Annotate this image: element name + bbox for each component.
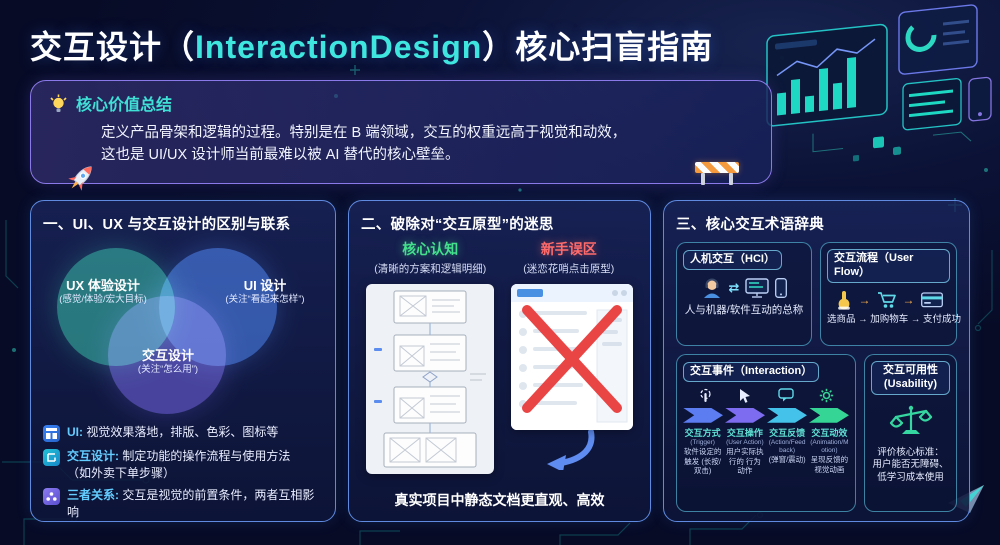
group-icon [43, 488, 60, 506]
hci-caption: 人与机器/软件互动的总称 [684, 303, 804, 316]
flow-caption: 选商品 → 加购物车 → 支付成功 [827, 313, 962, 325]
bullet-relation: 三者关系: 交互是视觉的前置条件，两者互相影响 [43, 487, 323, 520]
venn-label-interaction: 交互设计 (关注“怎么用”) [137, 348, 199, 376]
lightbulb-icon [50, 94, 67, 112]
usability-caption: 评价核心标准： 用户能否无障碍、低学习成本使用 [872, 446, 949, 484]
prototype-column [510, 284, 634, 470]
venn-circle-interaction [108, 296, 226, 414]
glossary-row-1: 人机交互（HCI） ⇄ [676, 242, 962, 346]
section-ui-ux-ixd: 一、UI、UX 与交互设计的区别与联系 UX 体验设计 (感觉/体验/宏大目标)… [30, 200, 336, 522]
shopping-cart-icon [877, 291, 896, 308]
bullet-interaction: 交互设计: 制定功能的操作流程与使用方法（如外卖下单步骤） [43, 448, 323, 481]
exchange-arrows-icon: ⇄ [728, 279, 740, 295]
section1-title: 一、UI、UX 与交互设计的区别与联系 [43, 217, 291, 233]
summary-heading-row: 核心价值总结 [49, 91, 753, 115]
chevron-arrow-2 [725, 407, 765, 423]
phone-icon [775, 277, 788, 298]
bad-column-header: 新手误区 (迷恋花哨点击原型) [500, 239, 639, 276]
chevron-arrow-1 [683, 407, 723, 423]
interaction-columns: 交互方式 (Trigger) 软件设定的触发 (长按/双击) 交互操作 (Use… [683, 428, 849, 476]
card-user-flow: 交互流程（User Flow） → → [820, 242, 962, 346]
flow-arrow-icon-2: → [902, 292, 915, 307]
bullet-interaction-text: 交互设计: 制定功能的操作流程与使用方法（如外卖下单步骤） [67, 449, 291, 480]
interaction-col-trigger: 交互方式 (Trigger) 软件设定的触发 (长按/双击) [683, 427, 722, 475]
bad-label: 新手误区 [540, 241, 597, 257]
good-label: 核心认知 [402, 241, 459, 257]
section3-title: 三、核心交互术语辞典 [676, 217, 824, 233]
venn-label-ui: UI 设计 (关注“看起来怎样”) [225, 278, 305, 306]
core-value-summary-box: 核心价值总结 定义产品骨架和逻辑的过程。特别是在 B 端领域，交互的权重远高于视… [30, 80, 772, 191]
section2-footer: 真实项目中静态文档更直观、高效 [394, 492, 605, 508]
curved-arrow-icon [546, 430, 594, 470]
section-prototype-myth: 二、破除对“交互原型”的迷思 核心认知 (清晰的方案和逻辑明细) 新手误区 (迷… [348, 200, 651, 522]
summary-body: 定义产品骨架和逻辑的过程。特别是在 B 端领域，交互的权重远高于视觉和动效， 这… [49, 122, 753, 191]
glossary-row-2: 交互事件（Interaction） [676, 354, 957, 512]
interaction-col-feedback: 交互反馈 (Action/Feedback) (弹窗/震动) [768, 427, 806, 465]
good-column-header: 核心认知 (清晰的方案和逻辑明细) [361, 239, 500, 276]
card-interaction-event: 交互事件（Interaction） [676, 354, 856, 512]
construction-barrier-icon [695, 162, 739, 188]
interaction-title: 交互事件（Interaction） [683, 362, 820, 382]
summary-line-2: 这也是 UI/UX 设计师当前最难以被 AI 替代的核心壁垒。 [101, 147, 460, 164]
summary-heading: 核心价值总结 [76, 97, 173, 114]
section-glossary: 三、核心交互术语辞典 人机交互（HCI） ⇄ [663, 200, 970, 522]
balance-scale-icon [871, 403, 950, 441]
title-suffix: ）核心扫盲指南 [482, 29, 714, 65]
good-subnote: (清晰的方案和逻辑明细) [374, 263, 487, 275]
interaction-icons [685, 388, 847, 403]
bullet-ui-text: UI: 视觉效果落地，排版、色彩、图标等 [67, 425, 279, 439]
title-prefix: 交互设计（ [30, 29, 196, 65]
bad-subnote: (迷恋花哨点击原型) [523, 263, 615, 275]
section2-title: 二、破除对“交互原型”的迷思 [361, 217, 554, 233]
process-arrows [683, 407, 849, 423]
monitor-icon [745, 278, 770, 298]
person-headset-icon [703, 278, 720, 298]
page-title: 交互设计（InteractionDesign）核心扫盲指南 [30, 22, 713, 68]
bullet-relation-text: 三者关系: 交互是视觉的前置条件，两者互相影响 [67, 488, 315, 519]
hci-icons: ⇄ [683, 277, 805, 299]
venn-label-ux: UX 体验设计 (感觉/体验/宏大目标) [59, 278, 147, 306]
card-hci: 人机交互（HCI） ⇄ [676, 242, 812, 346]
chat-bubble-icon [778, 388, 794, 402]
flow-arrow-icon-1: → [858, 292, 871, 307]
dashboard-illustration [766, 4, 992, 162]
interaction-col-motion: 交互动效 (Animation/Motion) 呈现反馈的视觉动画 [810, 427, 849, 474]
bullet-ui: UI: 视觉效果落地，排版、色彩、图标等 [43, 424, 323, 442]
hci-title: 人机交互（HCI） [683, 250, 782, 270]
pointing-finger-icon [837, 290, 850, 310]
chevron-arrow-3 [767, 407, 807, 423]
summary-line-1: 定义产品骨架和逻辑的过程。特别是在 B 端领域，交互的权重远高于视觉和动效， [101, 125, 627, 141]
chevron-arrow-4 [809, 407, 849, 423]
gear-icon [820, 388, 834, 402]
venn-diagram: UX 体验设计 (感觉/体验/宏大目标) UI 设计 (关注“看起来怎样”) 交… [43, 236, 323, 418]
interaction-col-action: 交互操作 (User Action) 用户实际执行的 行为动作 [726, 427, 764, 475]
flow-icons: → → [827, 290, 950, 310]
red-x-icon [521, 305, 622, 413]
rocket-icon [68, 166, 92, 191]
flow-icon [43, 449, 60, 466]
clickable-prototype-image [510, 284, 633, 430]
myth-header: 核心认知 (清晰的方案和逻辑明细) 新手误区 (迷恋花哨点击原型) [361, 239, 638, 276]
cursor-icon [740, 388, 751, 403]
myth-images [361, 284, 638, 480]
tap-icon [700, 388, 711, 402]
title-english: InteractionDesign [195, 29, 483, 65]
card-usability: 交互可用性 (Usability) [864, 354, 957, 512]
flow-title: 交互流程（User Flow） [827, 249, 950, 283]
usability-title: 交互可用性 (Usability) [871, 361, 950, 395]
wireframe-document-image [365, 284, 494, 474]
credit-card-icon [920, 291, 943, 307]
layout-icon [43, 425, 60, 442]
